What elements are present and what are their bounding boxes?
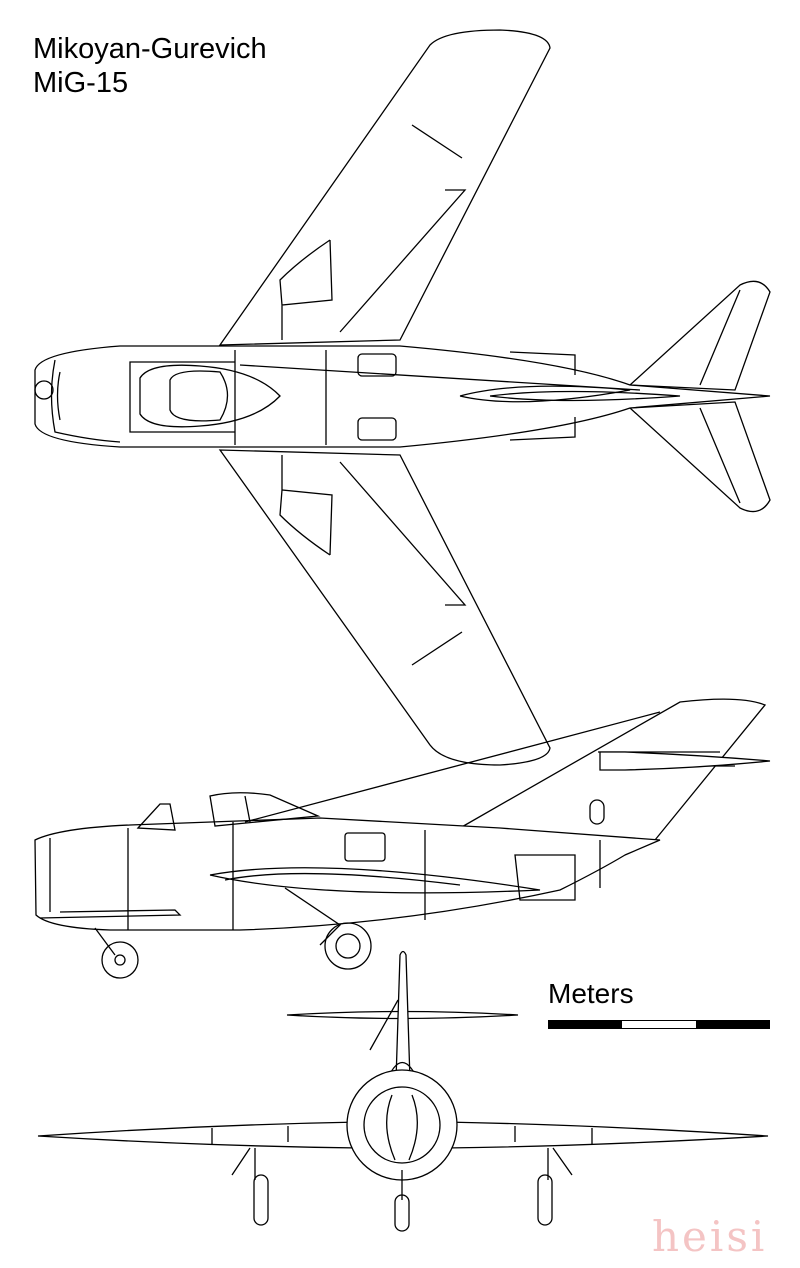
drawing-title: Mikoyan-Gurevich MiG-15 [33, 32, 267, 100]
scale-segment [549, 1021, 623, 1028]
side-fuselage [34, 817, 661, 931]
top-lower-wing [218, 449, 551, 766]
side-horizontal-tail [599, 751, 771, 771]
watermark: heisi [652, 1212, 768, 1261]
front-fin [395, 950, 411, 1081]
top-upper-wing [218, 29, 551, 346]
scale-bar [548, 1020, 770, 1029]
side-canopy [209, 792, 321, 827]
top-lower-stabilizer [628, 401, 771, 513]
side-view [34, 698, 771, 979]
scale-label: Meters [548, 978, 634, 1009]
front-view [37, 950, 769, 1232]
side-nose-gear [94, 927, 116, 956]
top-canopy [139, 364, 281, 428]
top-view [34, 29, 771, 766]
scale-segment [695, 1021, 769, 1028]
scale-segment [622, 1021, 696, 1028]
title-manufacturer: Mikoyan-Gurevich [33, 33, 267, 65]
title-model: MiG-15 [33, 67, 129, 99]
top-upper-stabilizer [628, 280, 771, 391]
